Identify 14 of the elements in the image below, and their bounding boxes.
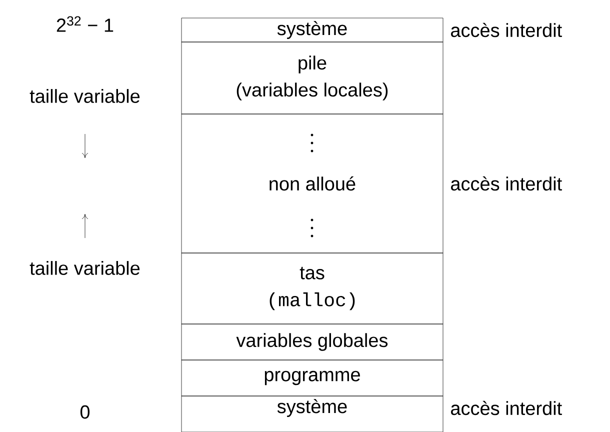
address-label: taille variable — [30, 89, 140, 103]
side-note: accès interdit — [451, 176, 562, 191]
address-label: taille variable — [30, 261, 140, 275]
memory-segment: non alloué — [181, 114, 444, 254]
side-note: accès interdit — [451, 400, 562, 416]
memory-segment: variables globales — [181, 324, 444, 360]
memory-segment: programme — [181, 360, 444, 396]
address-label: 2$^{32}$ − 1 — [56, 16, 114, 32]
memory-segment: pile (variables locales) — [181, 42, 444, 114]
side-note: accès interdit — [451, 22, 562, 38]
memory-segment: tas (malloc) — [181, 252, 444, 324]
memory-segment: système — [181, 396, 444, 432]
address-label: 0 — [80, 405, 90, 419]
memory-segment: système — [181, 18, 444, 42]
